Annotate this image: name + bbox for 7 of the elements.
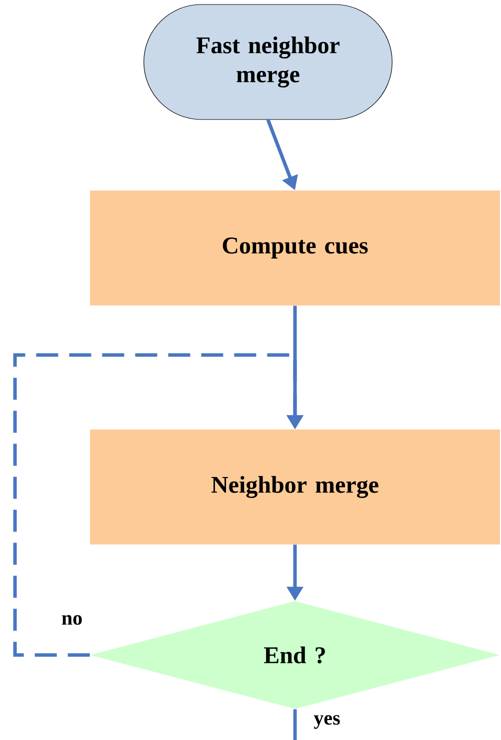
process-box: Compute cues [90,190,500,306]
dashed-arrow [13,353,304,657]
edge-label: yes [312,714,342,730]
process-terminal: Fast neighbor merge [144,4,392,120]
line [293,709,297,740]
process-box: Neighbor merge [90,430,500,544]
edge-label: no [60,614,84,626]
